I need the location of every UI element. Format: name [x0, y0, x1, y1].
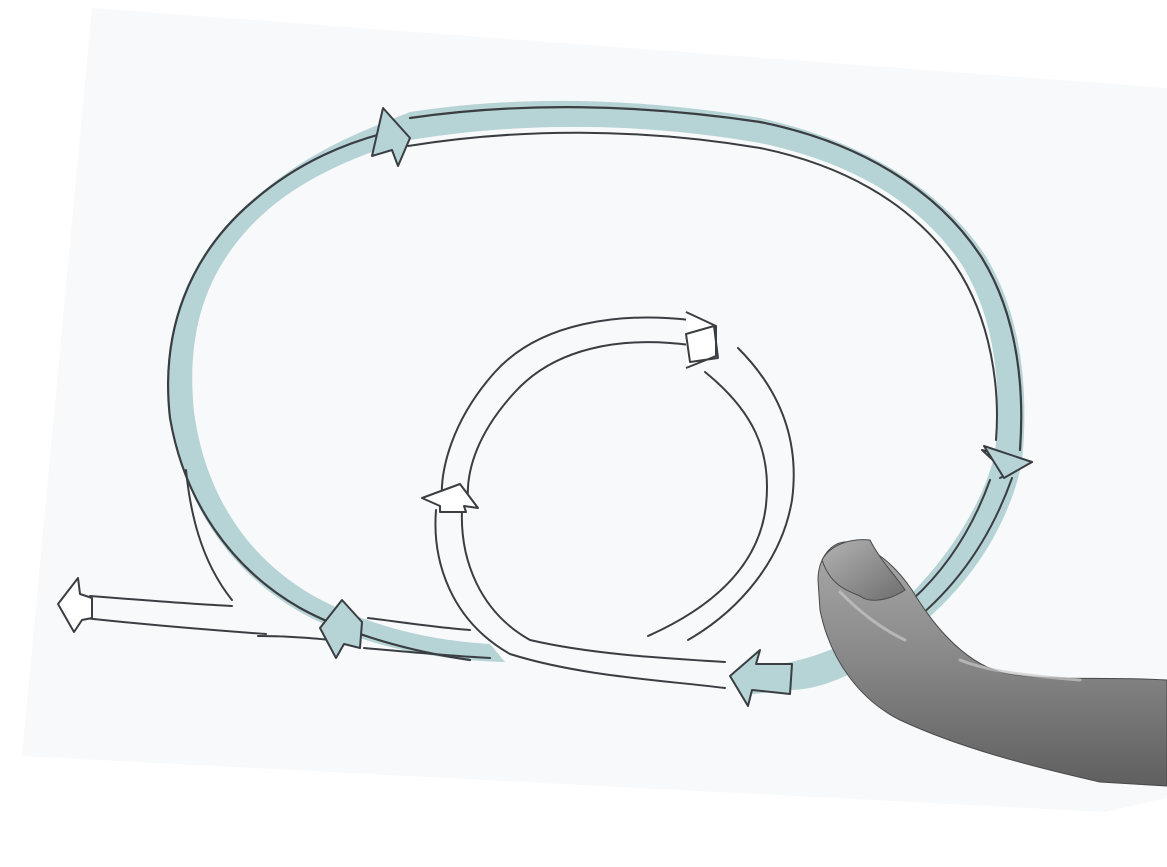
loop-diagram [0, 0, 1167, 867]
diagram-scene [0, 0, 1167, 867]
